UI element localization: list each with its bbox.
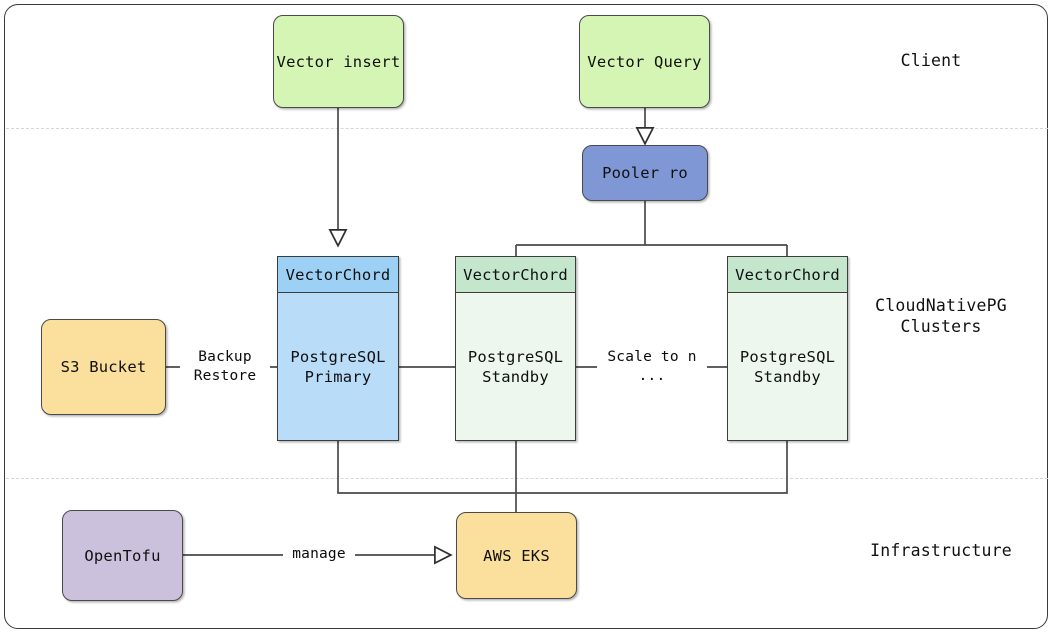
node-vector-insert-label: Vector insert <box>276 52 401 71</box>
node-primary-label: PostgreSQL Primary <box>278 293 398 440</box>
node-pooler-ro[interactable]: Pooler ro <box>582 145 708 201</box>
node-aws-eks[interactable]: AWS EKS <box>456 512 577 599</box>
node-standby-1-header-vectorchord: VectorChord <box>456 257 575 293</box>
node-vector-insert[interactable]: Vector insert <box>273 15 404 108</box>
lane-label-cloudnativepg-clusters: CloudNativePG Clusters <box>875 296 1007 336</box>
node-postgresql-standby-1[interactable]: VectorChord PostgreSQL Standby <box>455 256 576 441</box>
edge-label-backup-restore: Backup Restore <box>180 348 270 386</box>
node-aws-eks-label: AWS EKS <box>483 546 550 565</box>
node-opentofu[interactable]: OpenTofu <box>62 510 183 601</box>
node-s3-bucket[interactable]: S3 Bucket <box>41 319 166 415</box>
node-s3-bucket-label: S3 Bucket <box>60 358 147 376</box>
node-vector-query[interactable]: Vector Query <box>579 15 710 108</box>
lane-label-client: Client <box>900 51 962 70</box>
lane-divider-client-clusters <box>6 128 1048 129</box>
node-postgresql-primary[interactable]: VectorChord PostgreSQL Primary <box>277 256 399 441</box>
node-primary-header-vectorchord: VectorChord <box>278 257 398 293</box>
edge-label-manage: manage <box>283 545 355 564</box>
lane-label-infrastructure: Infrastructure <box>870 541 1012 560</box>
node-standby-1-label: PostgreSQL Standby <box>456 293 575 440</box>
node-postgresql-standby-2[interactable]: VectorChord PostgreSQL Standby <box>727 256 848 441</box>
node-standby-2-header-vectorchord: VectorChord <box>728 257 847 293</box>
node-standby-2-label: PostgreSQL Standby <box>728 293 847 440</box>
node-vector-query-label: Vector Query <box>587 52 702 71</box>
lane-divider-clusters-infrastructure <box>6 478 1048 479</box>
node-opentofu-label: OpenTofu <box>84 546 161 565</box>
edge-label-scale-to-n: Scale to n ... <box>597 348 707 386</box>
node-pooler-ro-label: Pooler ro <box>602 164 688 182</box>
